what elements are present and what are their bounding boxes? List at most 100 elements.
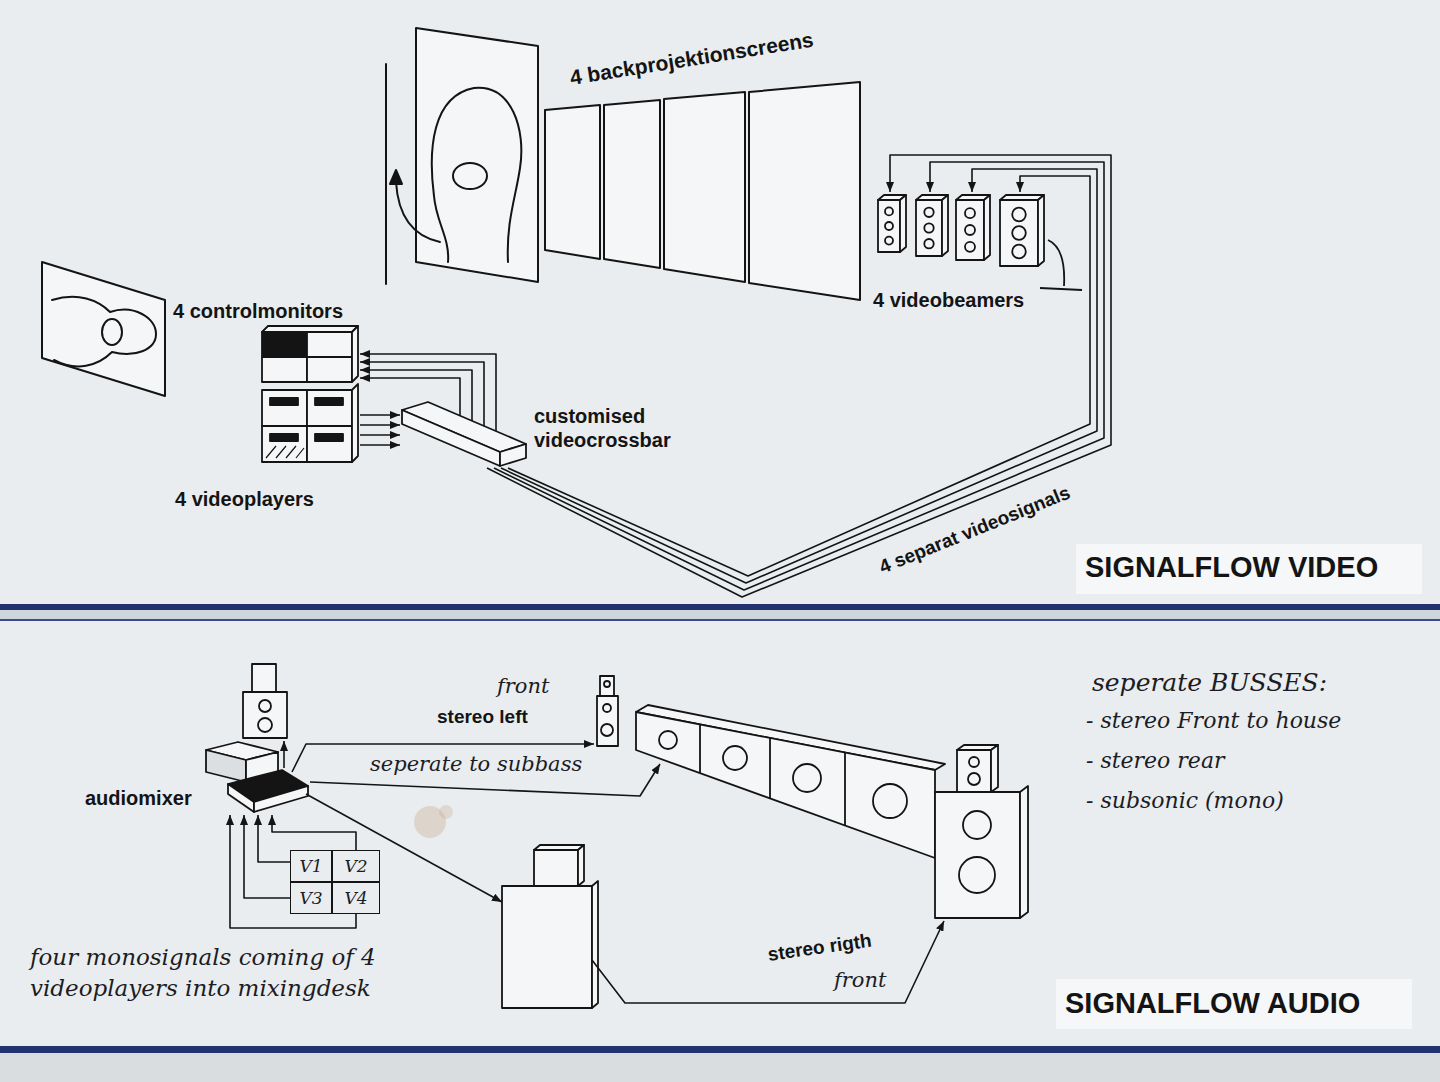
videobeamer (965, 242, 975, 252)
projected-sheet (52, 297, 156, 367)
backprojection-screen (545, 105, 600, 259)
audiomixer-box (206, 742, 308, 812)
audiomixer-box (206, 750, 246, 782)
handwritten-note: front (497, 674, 549, 699)
control-monitor (262, 326, 358, 382)
loudspeaker (243, 692, 287, 738)
videobeamer (924, 223, 933, 232)
videoplayer (315, 398, 343, 405)
connector-wire (360, 378, 460, 388)
player-group: 4 videoplayers (170, 386, 360, 516)
handwritten-note: - stereo Front to house (1086, 708, 1341, 734)
node-label: 4 videoplayers (175, 487, 314, 511)
projected-sheet (42, 262, 165, 396)
connector-wire (244, 815, 290, 898)
paper-ground (0, 621, 1440, 1046)
videobeamer (1012, 245, 1026, 259)
label-slot: SIGNALFLOW VIDEO (1085, 550, 1378, 585)
player-box: V3 (290, 882, 332, 914)
loudspeaker (963, 811, 991, 839)
connector-wire (487, 155, 1111, 597)
player-box: V2 (332, 850, 380, 882)
label-slot: four monosignals coming of 4 videoplayer… (30, 942, 450, 1004)
label-slot: front (834, 968, 886, 993)
player-box: V4 (332, 882, 380, 914)
label-slot: SIGNALFLOW AUDIO (1065, 986, 1360, 1021)
videobeamer (885, 222, 893, 230)
videoplayer (262, 390, 307, 426)
player-box: V1 (290, 850, 332, 882)
videobeamer (1000, 195, 1044, 200)
backprojection-screen (545, 82, 860, 300)
videobeamer (924, 239, 933, 248)
screen-group: 4 backprojektionscreens (540, 15, 865, 305)
videoplayer (270, 398, 298, 405)
label-slot: - stereo rear (1086, 748, 1225, 774)
connector-wire (360, 362, 484, 388)
signal-label: stereo rigth (766, 930, 873, 967)
projection-frame (390, 170, 402, 184)
loudspeaker (603, 704, 611, 712)
paper-ground (0, 619, 1440, 621)
paper-ground (1056, 979, 1412, 1029)
videobeamer (1012, 226, 1026, 240)
videoplayer (352, 384, 358, 462)
loudspeaker (1020, 786, 1028, 918)
node-label: 4 videobeamers (873, 288, 1024, 312)
label-slot: seperate to subbass (370, 752, 582, 777)
loudspeaker (534, 845, 584, 850)
handwritten-note: seperate to subbass (370, 752, 582, 777)
connector-wire (272, 815, 356, 850)
videoplayer (266, 446, 304, 458)
videobeamer (878, 195, 1082, 290)
signal-connector (272, 815, 356, 850)
label-slot: front (497, 674, 549, 699)
projection-frame (385, 64, 387, 284)
signal-connector (487, 155, 1111, 597)
backprojection-screen (604, 100, 660, 268)
paper-ground (0, 610, 1440, 619)
videoplayer (315, 434, 343, 441)
loudspeaker (604, 681, 610, 687)
connector-wire (360, 414, 400, 416)
mixer: audiomixer (80, 738, 312, 815)
control-monitor (262, 357, 307, 382)
loudspeaker (968, 773, 980, 785)
crossbar: customised videocrossbar (400, 388, 698, 468)
videoplayer (262, 426, 307, 462)
edge-label: 4 separat videosignals (873, 480, 1076, 580)
loudspeaker (578, 845, 584, 886)
audio-wire (284, 741, 944, 1003)
paper-ground (439, 805, 453, 819)
loudspeaker (957, 750, 991, 792)
loudspeaker (252, 664, 276, 692)
beamer-group: 4 videobeamers (868, 192, 1068, 317)
label-slot: stereo rigth (768, 944, 873, 967)
loudspeaker (723, 746, 747, 770)
videocrossbar-box (500, 444, 526, 466)
loudspeaker (502, 886, 592, 1008)
videoplayer (307, 426, 352, 462)
paper-ground (0, 604, 1440, 610)
signal-connector (360, 415, 400, 445)
projection-frame (453, 163, 487, 189)
panel-title: SIGNALFLOW AUDIO (1065, 986, 1360, 1021)
projected-sheet (42, 262, 165, 396)
videobeamer (965, 208, 975, 218)
paper-ground (1076, 544, 1422, 594)
videobeamer (1000, 200, 1038, 266)
loudspeaker (793, 764, 821, 792)
connector-wire (258, 815, 290, 862)
audiomixer-box (254, 786, 308, 812)
videobeamer (924, 208, 933, 217)
videobeamer (878, 200, 900, 252)
loudspeaker (969, 757, 979, 767)
videoplayer (307, 390, 352, 426)
loudspeaker (659, 731, 677, 749)
signal-label: stereo left (437, 706, 528, 729)
